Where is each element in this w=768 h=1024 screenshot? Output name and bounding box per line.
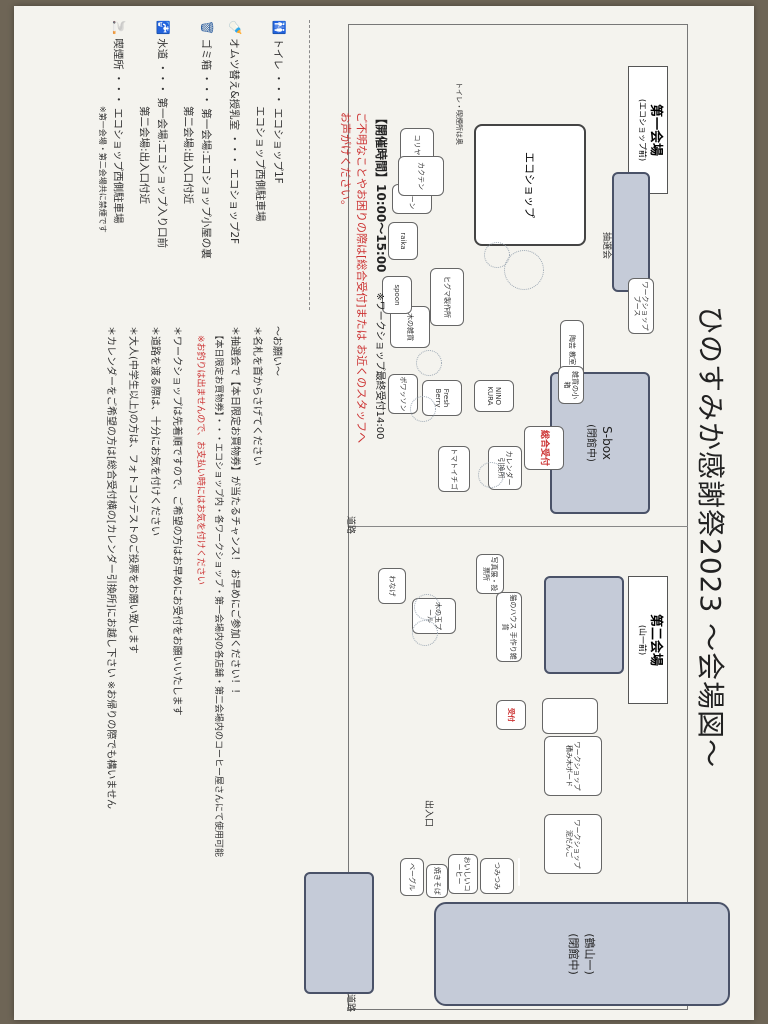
sbox-status: (閉館中) <box>585 424 597 462</box>
yamaichi-status: (閉館中) <box>567 933 580 975</box>
entrance-label: 出入口 <box>423 800 433 828</box>
request-5: ＊道路を渡る際は、十分にお気を付けください <box>149 326 160 536</box>
workshop-dorodango: ワークショップ 泥だんご <box>544 814 602 874</box>
tree-icon <box>504 250 544 290</box>
legend-smoking-label: 喫煙所 ・・・ エコショップ西側駐車場 <box>112 38 124 224</box>
legend-trash: 🗑 ゴミ箱 ・・・ 第一会場:エコショップ小屋の裏 <box>199 20 214 259</box>
legend-toilet-sub: エコショップ西側駐車場 <box>254 106 266 222</box>
spacer <box>518 858 520 886</box>
yamaichi-name: (鶴山一) <box>583 933 596 975</box>
page-title: ひのすみか感謝祭2023 〜会場図〜 <box>694 306 727 769</box>
eco-shop-label: エコショップ <box>523 152 536 218</box>
tree-icon <box>410 396 436 422</box>
toilet-icon: 🚻 <box>272 20 286 35</box>
hours-block: 【開催時間】10:00〜15:00 ※ワークショップ最終受付14:00 <box>373 112 390 439</box>
rotated-flyer-content: ひのすみか感謝祭2023 〜会場図〜 第一会場 (エコショップ前) 第二会場 (… <box>14 6 754 1020</box>
request-7: ＊カレンダーをご希望の方は[総合受付横の[カレンダー引換所]にお越し下さい ※お… <box>105 326 116 809</box>
eco-shop: エコショップ <box>474 124 586 246</box>
yakisoba: 焼きそば <box>426 864 448 898</box>
baby-icon: 🍼 <box>228 20 242 35</box>
sbox-name: S-box <box>600 426 615 460</box>
request-1-text: ＊抽選会で【本日限定お買物券】が当たるチャンス！ お早めにご参加ください！！ <box>229 326 240 699</box>
oishii-coffee: おいしいコーヒー <box>448 854 478 894</box>
tomato-ichigo: トマトイチゴ <box>438 446 470 492</box>
reception-2: 受付 <box>496 700 526 730</box>
handmade-shop: 猫のハウス 手作り雑貨 <box>496 592 522 662</box>
request-3: ※お釣りは出ませんので、お支払い時にはお気を付けください <box>195 326 205 585</box>
venue2-header: 第二会場 (山一前) <box>628 576 668 704</box>
smoking-icon: 🚬 <box>112 20 126 35</box>
photo-vote: 写真展・投票所 <box>476 554 504 594</box>
kakuten-shop: カクテン <box>398 156 444 196</box>
legend-faucet: 🚰 水道 ・・・ 第一会場:エコショップ入り口前 <box>155 20 170 248</box>
legend-smoking: 🚬 喫煙所 ・・・ エコショップ西側駐車場 <box>111 20 126 223</box>
toilet-smoking-note: トイレ・喫煙所は奥 <box>455 82 463 145</box>
legend-faucet-label: 水道 ・・・ 第一会場:エコショップ入り口前 <box>156 38 168 249</box>
road-label-2: 道路 <box>345 994 355 1013</box>
venue2-area: (山一前) <box>638 624 647 656</box>
legend-toilet-label: トイレ ・・・ エコショップ1F <box>272 38 284 184</box>
request-6: ＊大人(中学生以上)の方は、フォトコンテストのご投票をお願い致します <box>127 326 138 654</box>
tree-icon <box>412 620 438 646</box>
legend-smoking-sub: ※第一会場・第二会場共に禁煙です <box>98 106 107 233</box>
bagel: ベーグル <box>400 858 424 896</box>
legend-trash-sub: 第二会場:出入口付近 <box>182 106 194 205</box>
small-shop: 雑貨の小箱 <box>558 366 584 404</box>
venue2-building <box>544 576 624 674</box>
yamaichi-building <box>304 872 374 994</box>
workshop-tsumiki: ワークショップ 積み木ボード <box>544 736 602 796</box>
request-1: ＊抽選会で【本日限定お買物券】が当たるチャンス！ お早めにご参加ください！！ <box>229 326 244 699</box>
requests-header: 〜お願い〜 <box>271 326 282 376</box>
hours-label: 【開催時間】 <box>374 112 388 185</box>
legend-toilet: 🚻 トイレ ・・・ エコショップ1F <box>271 20 286 184</box>
wanage: わなげ <box>378 568 406 604</box>
trash-icon: 🗑 <box>200 20 214 36</box>
legend-divider <box>309 20 310 310</box>
request-4: ＊ワークショップは先着順ですので、ご希望の方はお早めにお受付をお願いいたします <box>171 326 182 716</box>
hours-note: ※ワークショップ最終受付14:00 <box>374 292 385 440</box>
tsuruyamaichi-building: (鶴山一) (閉館中) <box>434 902 730 1006</box>
raika-shop: raika <box>388 222 418 260</box>
legend-baby-label: オムツ替え&授乳室 ・・・ エコショップ2F <box>228 38 240 245</box>
venue-divider <box>348 526 688 528</box>
general-reception: 総合受付 <box>524 426 564 470</box>
tree-icon <box>478 462 504 488</box>
nino-kura: NINO KURA <box>474 380 514 412</box>
legend-faucet-sub: 第二会場:出入口付近 <box>138 106 150 205</box>
lottery-building <box>612 172 650 292</box>
help-text-1: ご不明なことやお困りの際は[総合受付]または お近くのスタッフへ <box>355 112 368 444</box>
flyer: ひのすみか感謝祭2023 〜会場図〜 第一会場 (エコショップ前) 第二会場 (… <box>14 6 754 1020</box>
tsumitsumi: つみつみ <box>480 858 514 894</box>
workshop-booth-2 <box>542 698 598 734</box>
help-text-2: お声がけください。 <box>339 112 352 211</box>
venue2-name: 第二会場 <box>648 613 663 666</box>
legend-trash-label: ゴミ箱 ・・・ 第一会場:エコショップ小屋の裏 <box>200 38 212 259</box>
higuma: ヒグマ製作所 <box>430 268 464 326</box>
road-label-1: 道路 <box>345 516 355 535</box>
venue1-name: 第一会場 <box>648 103 663 156</box>
faucet-icon: 🚰 <box>156 20 170 35</box>
hours-time: 10:00〜15:00 <box>374 184 388 273</box>
legend-baby: 🍼 オムツ替え&授乳室 ・・・ エコショップ2F <box>227 20 242 244</box>
tree-icon <box>414 594 440 620</box>
lottery-label: 抽選会 <box>601 232 611 260</box>
workshop-booth: ワークショップ ブース <box>628 278 654 334</box>
request-2: 【本日限定お買物券】・・・エコショップ内・各ワークショップ・第一会場内の各店舗・… <box>213 326 223 858</box>
tree-icon <box>416 350 442 376</box>
request-0: ＊名札を首からさげてください <box>251 326 262 466</box>
